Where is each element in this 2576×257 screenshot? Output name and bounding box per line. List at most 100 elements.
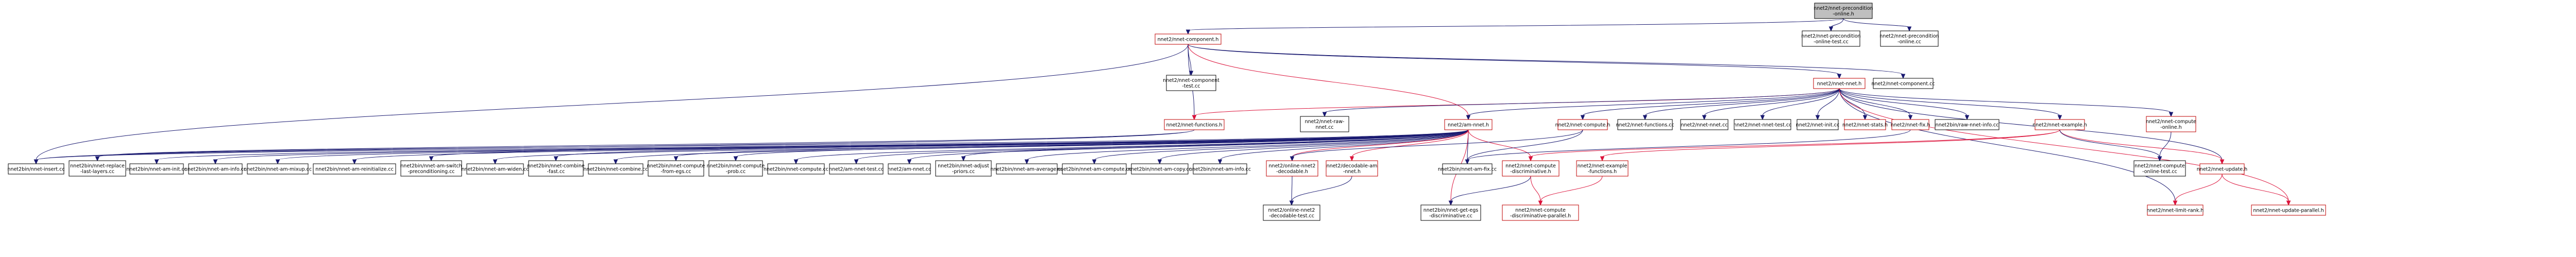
edge-nnet_h-to-limit_rank (1839, 88, 2178, 206)
edge-nnet_h-to-fix_h (1839, 88, 1913, 121)
edge-update_h-to-update_parallel_h (2222, 174, 2291, 206)
node-label: -decodable-test.cc (1269, 213, 1314, 219)
node-label: nnet2bin/nnet-am-average.cc (990, 167, 1063, 173)
node-label: nnet2bin/nnet-combine.cc (584, 167, 648, 173)
node-combine-fast[interactable]: nnet2bin/nnet-combine-fast.cc (527, 160, 585, 177)
node-stats-h[interactable]: nnet2/nnet-stats.h (1842, 119, 1888, 130)
edge-nnet_h-to-am_h (1466, 88, 1840, 121)
node-raw-test[interactable]: nnet2/nnet-raw-nnet.cc (1300, 116, 1349, 132)
edge-example_h-to-compute_online_test (2059, 129, 2162, 162)
node-label: -online-test.cc (2142, 169, 2177, 175)
node-comp-test[interactable]: nnet2/nnet-component-test.cc (1163, 75, 1219, 91)
node-funcs-h[interactable]: nnet2/nnet-functions.h (1164, 119, 1225, 130)
node-am-compute[interactable]: nnet2bin/nnet-am-compute.cc (1057, 163, 1131, 175)
node-adjust[interactable]: nnet2bin/nnet-adjust-priors.cc (935, 160, 992, 177)
node-box (1442, 163, 1493, 175)
node-compute-h[interactable]: nnet2/nnet-compute.h (1555, 119, 1611, 130)
edge-nnet_h-to-funcs_cc (1642, 88, 1840, 121)
node-label: -discriminative.h (1510, 169, 1551, 175)
node-am-reinit[interactable]: nnet2bin/nnet-am-reinitialize.cc (313, 163, 396, 175)
node-label: nnet2/nnet-nnet-test.cc (1734, 123, 1792, 128)
edge-nnet_h-to-init_cc (1815, 88, 1840, 121)
node-label: nnet2/nnet-raw- (1305, 119, 1345, 125)
edge-comp_h-to-comp_cc (1188, 44, 1906, 79)
node-pre-cc[interactable]: nnet2/nnet-precondition-online.cc (1879, 30, 1939, 47)
node-box (129, 163, 184, 175)
node-am-init[interactable]: nnet2bin/nnet-am-init.cc (126, 163, 187, 175)
node-box (1576, 160, 1629, 177)
node-compute-online-h[interactable]: nnet2/nnet-compute-online.h (2146, 116, 2196, 132)
node-init-cc[interactable]: nnet2/nnet-init.cc (1796, 119, 1839, 130)
node-box (1263, 204, 1320, 221)
node-am-copy[interactable]: nnet2bin/nnet-am-copy.cc (1128, 163, 1192, 175)
node-am-h[interactable]: nnet2/am-nnet.h (1444, 119, 1493, 130)
node-compute-bin[interactable]: nnet2bin/nnet-compute.cc (764, 163, 828, 175)
node-compute-online-test[interactable]: nnet2/nnet-compute-online-test.cc (2133, 160, 2186, 177)
node-label: nnet2/nnet-compute.h (1555, 123, 1611, 128)
node-disc-parallel-h[interactable]: nnet2/nnet-compute-discriminative-parall… (1502, 204, 1579, 221)
edge-fix_h-to-am_fix (1465, 129, 1911, 165)
node-label: nnet2/nnet-init.cc (1796, 123, 1839, 128)
node-label: nnet2/nnet-precondition (1801, 33, 1860, 39)
node-label: nnet2bin/nnet-insert.cc (7, 167, 64, 173)
node-replace[interactable]: nnet2bin/nnet-replace-last-layers.cc (69, 160, 126, 177)
node-comp-h[interactable]: nnet2/nnet-component.h (1155, 33, 1222, 45)
node-disc-h[interactable]: nnet2/nnet-compute-discriminative.h (1502, 160, 1560, 177)
node-am-widen[interactable]: nnet2bin/nnet-am-widen.cc (462, 163, 529, 175)
node-decodable-h[interactable]: nnet2/decodable-am-nnet.h (1326, 160, 1378, 177)
node-am-nnet-test[interactable]: nnet2/am-nnet-test.cc (829, 163, 884, 175)
node-am-fix[interactable]: nnet2bin/nnet-am-fix.cc (1438, 163, 1497, 175)
node-insert[interactable]: nnet2bin/nnet-insert.cc (7, 163, 65, 175)
node-update-parallel-h[interactable]: nnet2/nnet-update-parallel.h (2251, 204, 2326, 216)
edge-comp_h-to-comp_test (1188, 44, 1194, 76)
node-compute-egs[interactable]: nnet2bin/nnet-compute-from-egs.cc (647, 160, 705, 177)
node-comp-cc[interactable]: nnet2/nnet-component.cc (1871, 78, 1935, 89)
node-label: -fast.cc (547, 169, 565, 175)
edge-nnet_h-to-example_h (1839, 88, 2062, 121)
node-box (1935, 119, 1999, 130)
node-limit-rank[interactable]: nnet2/nnet-limit-rank.h (2147, 204, 2204, 216)
node-label: nnet2/nnet-update.h (2197, 167, 2247, 173)
node-am-switch[interactable]: nnet2bin/nnet-am-switch-preconditioning.… (400, 160, 462, 177)
node-am-mixup[interactable]: nnet2bin/nnet-am-mixup.cc (244, 163, 312, 175)
node-am-nnet-cc[interactable]: nnet2/am-nnet.cc (888, 163, 931, 175)
edge-comp_h-to-nnet_h (1188, 44, 1842, 79)
node-combine[interactable]: nnet2bin/nnet-combine.cc (584, 163, 648, 175)
edge-am_h-to-am_compute (1092, 129, 1469, 165)
node-online-h[interactable]: nnet2/online-nnet2-decodable.h (1266, 160, 1318, 177)
node-label: nnet2/nnet-precondition (1814, 6, 1873, 11)
node-label: nnet2/am-nnet.h (1448, 123, 1489, 128)
edge-update_h-to-limit_rank (2173, 174, 2223, 206)
node-nnet-h[interactable]: nnet2/nnet-nnet.h (1813, 78, 1866, 89)
node-pre-test[interactable]: nnet2/nnet-precondition-online-test.cc (1801, 30, 1861, 47)
node-raw-info[interactable]: nnet2bin/raw-nnet-info.cc (1935, 119, 1999, 130)
node-example-h[interactable]: nnet2/nnet-example.h (2032, 119, 2087, 130)
node-label: nnet2/nnet-precondition (1879, 33, 1939, 39)
node-box (708, 160, 763, 177)
node-funcs-cc[interactable]: nnet2/nnet-functions.cc (1616, 119, 1674, 130)
nodes: nnet2/nnet-precondition-online.hnnet2/nn… (7, 3, 2326, 221)
node-am-average[interactable]: nnet2bin/nnet-am-average.cc (990, 163, 1063, 175)
node-am-info[interactable]: nnet2bin/nnet-am-info.cc (184, 163, 246, 175)
node-label: nnet2bin/nnet-am-info.cc (1189, 167, 1251, 173)
node-label: -online.h (2160, 125, 2182, 130)
node-label: nnet2bin/nnet-compute (647, 163, 705, 169)
node-label: -test.cc (1182, 83, 1200, 89)
node-box (1734, 119, 1791, 130)
node-online-test[interactable]: nnet2/online-nnet2-decodable-test.cc (1263, 204, 1320, 221)
edge-am_h-to-am_widen (493, 129, 1469, 165)
node-example-funcs-h[interactable]: nnet2/nnet-example-functions.h (1576, 160, 1629, 177)
node-label: -online-test.cc (1814, 39, 1849, 45)
node-update-h[interactable]: nnet2/nnet-update.h (2197, 163, 2247, 175)
node-fix-h[interactable]: nnet2/nnet-fix.h (1891, 119, 1930, 130)
edge-nnet_h-to-compute_online_h (1839, 88, 2174, 117)
node-label: nnet2/nnet-stats.h (1842, 123, 1888, 128)
node-nnet-cc[interactable]: nnet2/nnet-nnet.cc (1680, 119, 1728, 130)
node-am-info2[interactable]: nnet2bin/nnet-am-info.cc (1189, 163, 1251, 175)
edge-root-to-pre_test (1828, 18, 1844, 32)
node-get-egs[interactable]: nnet2bin/nnet-get-egs-discriminative.cc (1420, 204, 1481, 221)
node-nnet-test[interactable]: nnet2/nnet-nnet-test.cc (1734, 119, 1792, 130)
node-compute-prob[interactable]: nnet2bin/nnet-compute-prob.cc (707, 160, 765, 177)
node-label: nnet2bin/nnet-am-fix.cc (1438, 167, 1497, 173)
edge-am_h-to-am_fix (1465, 129, 1470, 165)
